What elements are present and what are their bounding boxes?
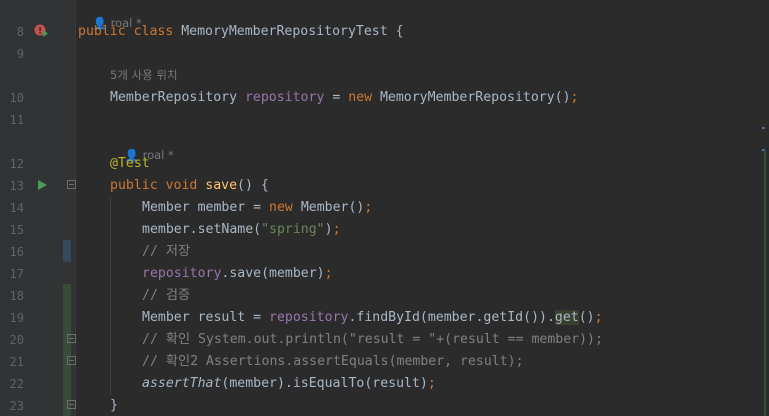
code-line[interactable]: public void save() {: [110, 178, 269, 194]
indent-guide: [110, 197, 111, 395]
line-number[interactable]: 11: [9, 113, 24, 127]
author-hint[interactable]: 👤 roal *: [92, 16, 142, 30]
code-token: // 저장: [142, 244, 191, 259]
line-number[interactable]: 13: [9, 179, 24, 193]
code-token: save: [205, 178, 238, 193]
fold-icon[interactable]: [67, 180, 76, 189]
code-line[interactable]: // 검증: [142, 288, 190, 304]
line-number[interactable]: 12: [9, 157, 24, 171]
code-line[interactable]: member.setName("spring");: [142, 222, 341, 238]
code-line[interactable]: repository.save(member);: [142, 266, 333, 282]
code-token: @Test: [110, 156, 150, 171]
code-token: Member result =: [142, 310, 270, 325]
code-token: (member).isEqualTo(result): [221, 376, 428, 391]
code-token: repository: [142, 266, 222, 281]
line-number[interactable]: 16: [9, 245, 24, 259]
line-number[interactable]: 17: [9, 267, 24, 281]
person-icon: 👤: [92, 16, 111, 30]
code-token: get: [554, 310, 579, 325]
svg-text:!: !: [38, 27, 42, 37]
code-token: .save(member): [221, 266, 325, 281]
code-token: repository: [269, 310, 349, 325]
line-number[interactable]: 8: [16, 25, 24, 39]
line-number[interactable]: 19: [9, 311, 24, 325]
code-token: member.setName(: [142, 222, 262, 237]
code-token: MemoryMemberRepository(): [379, 90, 571, 105]
code-token: ;: [364, 200, 373, 215]
code-token: assertThat: [142, 376, 222, 391]
vcs-modified-marker[interactable]: [63, 240, 71, 262]
code-token: () {: [237, 178, 269, 193]
code-line[interactable]: assertThat(member).isEqualTo(result);: [142, 376, 436, 392]
code-token: (): [578, 310, 595, 325]
code-token: public: [110, 178, 166, 193]
code-token: ;: [324, 266, 333, 281]
vcs-added-marker[interactable]: [63, 284, 71, 416]
code-line[interactable]: }: [110, 398, 118, 414]
code-token: public: [78, 24, 134, 39]
line-number[interactable]: 10: [9, 91, 24, 105]
code-token: }: [110, 398, 118, 413]
run-icon[interactable]: [37, 179, 48, 191]
code-line[interactable]: // 확인2 Assertions.assertEquals(member, r…: [142, 354, 524, 370]
gutter-separator: [75, 0, 76, 416]
code-line[interactable]: // 저장: [142, 244, 190, 260]
code-token: new: [269, 200, 301, 215]
code-token: Member(): [300, 200, 365, 215]
code-token: .findById(member.getId()).: [348, 310, 555, 325]
usages-hint[interactable]: 5개 사용 위치: [110, 68, 178, 82]
person-icon: 👤: [124, 148, 143, 162]
code-token: ;: [570, 90, 579, 105]
code-token: repository: [244, 90, 325, 105]
line-number[interactable]: 9: [16, 47, 24, 61]
line-number[interactable]: 20: [9, 333, 24, 347]
editor-gutter[interactable]: [0, 0, 75, 416]
code-token: "spring": [261, 222, 325, 237]
fold-icon[interactable]: [67, 356, 76, 365]
code-token: ;: [332, 222, 341, 237]
scrollbar-vcs-strip: [764, 150, 766, 416]
line-number[interactable]: 22: [9, 377, 24, 391]
code-line[interactable]: MemberRepository repository = new Memory…: [110, 90, 579, 106]
code-token: MemoryMemberRepositoryTest {: [181, 24, 404, 39]
code-token: ;: [427, 376, 436, 391]
code-token: // 확인 System.out.println("result = "+(re…: [142, 332, 603, 347]
line-number[interactable]: 21: [9, 355, 24, 369]
code-line[interactable]: @Test: [110, 156, 150, 172]
scroll-mark: [762, 127, 765, 129]
code-token: void: [165, 178, 206, 193]
fold-icon[interactable]: [67, 400, 76, 409]
line-number[interactable]: 18: [9, 289, 24, 303]
code-line[interactable]: // 확인 System.out.println("result = "+(re…: [142, 332, 603, 348]
code-token: ;: [594, 310, 603, 325]
code-line[interactable]: Member result = repository.findById(memb…: [142, 310, 603, 326]
code-token: class: [133, 24, 182, 39]
code-line[interactable]: Member member = new Member();: [142, 200, 372, 216]
line-number[interactable]: 14: [9, 201, 24, 215]
code-token: ): [324, 222, 333, 237]
scroll-mark: [762, 149, 765, 151]
fold-icon[interactable]: [67, 334, 76, 343]
code-token: new: [348, 90, 380, 105]
code-token: MemberRepository: [110, 90, 245, 105]
run-error-icon[interactable]: !: [34, 24, 48, 38]
code-line[interactable]: public class MemoryMemberRepositoryTest …: [78, 24, 404, 40]
code-token: =: [324, 90, 349, 105]
line-number[interactable]: 15: [9, 223, 24, 237]
code-token: // 확인2 Assertions.assertEquals(member, r…: [142, 354, 524, 369]
code-token: // 검증: [142, 288, 191, 303]
code-token: Member member =: [142, 200, 270, 215]
author-hint[interactable]: 👤 roal *: [124, 148, 174, 162]
line-number[interactable]: 23: [9, 399, 24, 413]
